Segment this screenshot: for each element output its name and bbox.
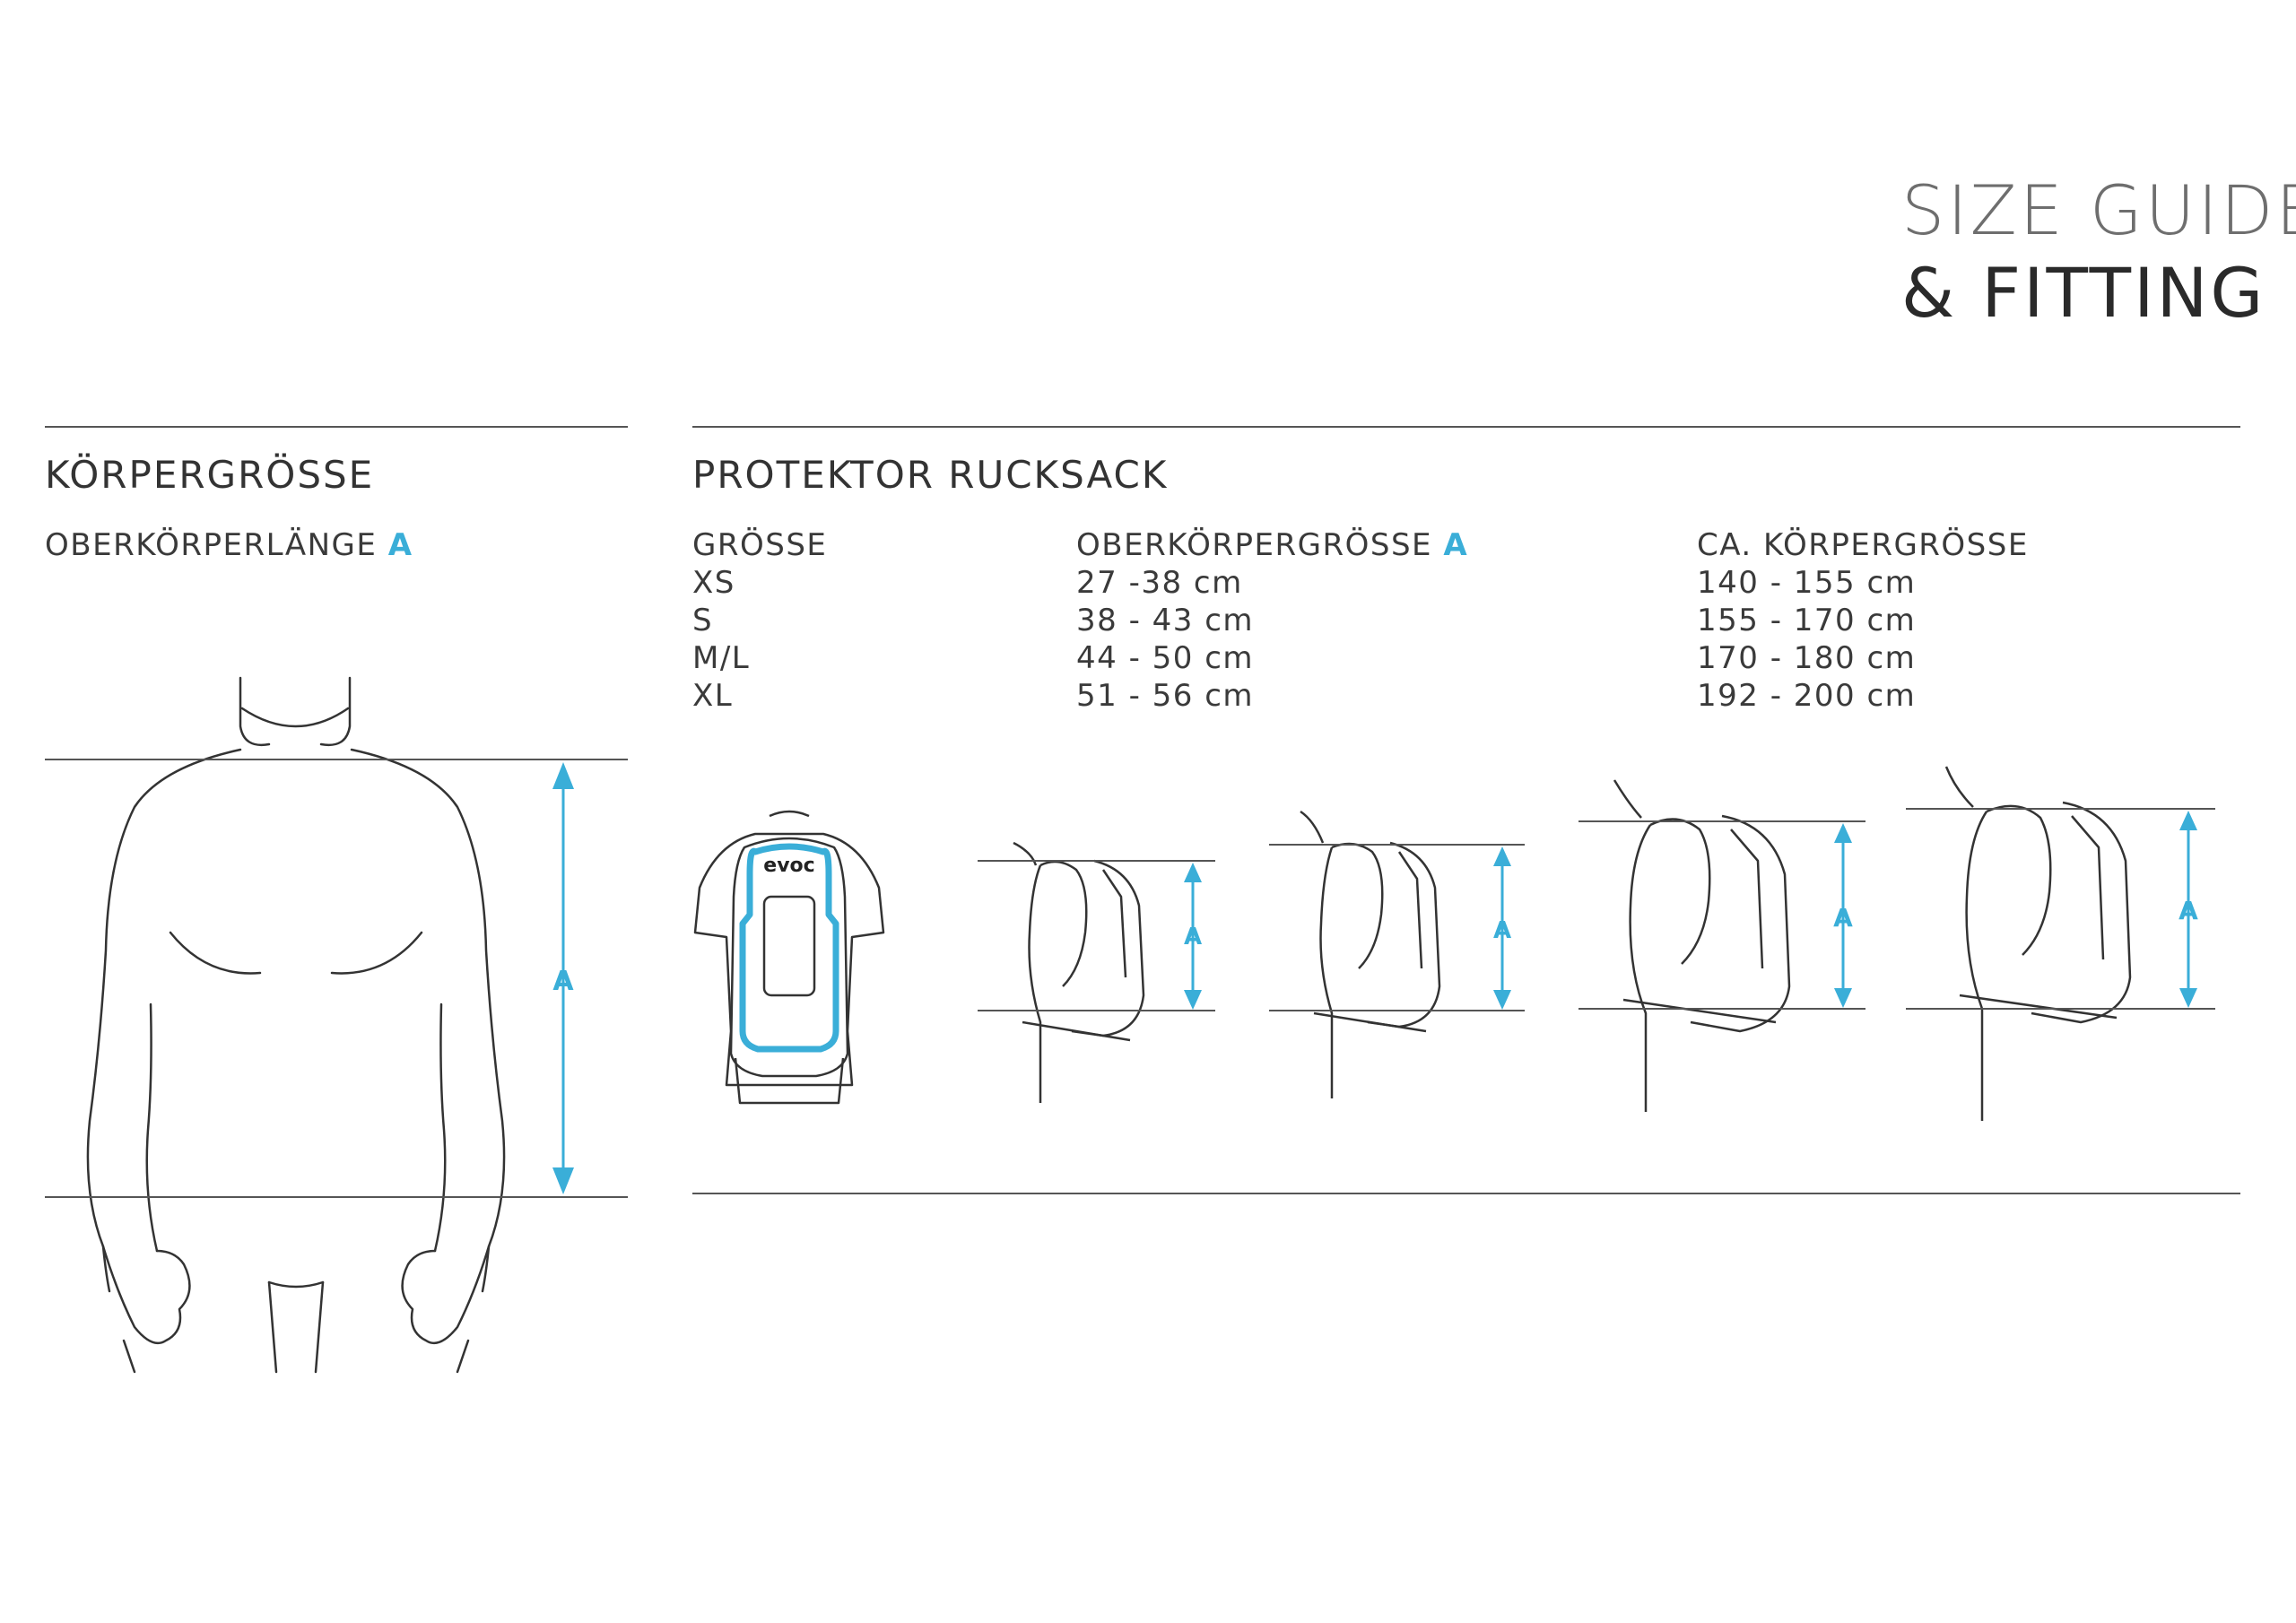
side-view-s-marker: A — [1493, 917, 1511, 944]
divider-right-bottom — [692, 1193, 2240, 1194]
side-view-xl-marker: A — [2179, 896, 2198, 925]
torso-figure — [86, 676, 506, 1374]
size-column: GRÖSSE XS S M/L XL — [692, 526, 827, 715]
torso-column: OBERKÖRPERGRÖSSE A 27 -38 cm 38 - 43 cm … — [1076, 526, 1468, 715]
height-cell: 170 - 180 cm — [1697, 640, 1917, 676]
backpack-section-heading: PROTEKTOR RUCKSACK — [692, 453, 1169, 497]
body-section-heading: KÖRPERGRÖSSE — [45, 453, 375, 497]
protector-outline — [739, 843, 839, 1053]
side-view-xs-marker: A — [1184, 924, 1202, 950]
torso-cell: 38 - 43 cm — [1076, 603, 1255, 638]
divider-left-top — [45, 426, 628, 428]
size-cell: XS — [692, 565, 735, 601]
torso-cell: 51 - 56 cm — [1076, 678, 1255, 714]
torso-column-header: OBERKÖRPERGRÖSSE A — [1076, 526, 1468, 564]
size-cell: XL — [692, 678, 734, 714]
size-column-header: GRÖSSE — [692, 527, 828, 563]
page-title-line1: SIZE GUIDE — [1901, 170, 2296, 250]
backpack-logo: evoc — [763, 855, 814, 877]
torso-column-marker: A — [1443, 527, 1469, 563]
torso-length-text: OBERKÖRPERLÄNGE — [45, 527, 378, 563]
torso-length-marker: A — [387, 527, 413, 563]
size-cell: S — [692, 603, 714, 638]
backpack-side-view-xs: A — [978, 841, 1215, 1103]
backpack-side-view-xl: A — [1906, 766, 2215, 1121]
backpack-front-view — [693, 810, 885, 1105]
page-title-line2: & FITTING — [1901, 253, 2266, 333]
backpack-side-view-ml: A — [1578, 779, 1866, 1112]
torso-arrow-label: A — [552, 966, 574, 997]
divider-right-top — [692, 426, 2240, 428]
torso-cell: 27 -38 cm — [1076, 565, 1243, 601]
height-column: CA. KÖRPERGRÖSSE 140 - 155 cm 155 - 170 … — [1697, 526, 2029, 715]
backpack-side-view-s: A — [1269, 810, 1525, 1098]
torso-column-header-text: OBERKÖRPERGRÖSSE — [1076, 527, 1433, 563]
torso-length-arrow — [552, 762, 574, 1194]
height-cell: 155 - 170 cm — [1697, 603, 1917, 638]
torso-cell: 44 - 50 cm — [1076, 640, 1255, 676]
size-cell: M/L — [692, 640, 751, 676]
height-cell: 140 - 155 cm — [1697, 565, 1917, 601]
height-column-header: CA. KÖRPERGRÖSSE — [1697, 527, 2029, 563]
torso-length-label: OBERKÖRPERLÄNGE A — [45, 526, 413, 564]
height-cell: 192 - 200 cm — [1697, 678, 1917, 714]
side-view-ml-marker: A — [1833, 903, 1853, 933]
